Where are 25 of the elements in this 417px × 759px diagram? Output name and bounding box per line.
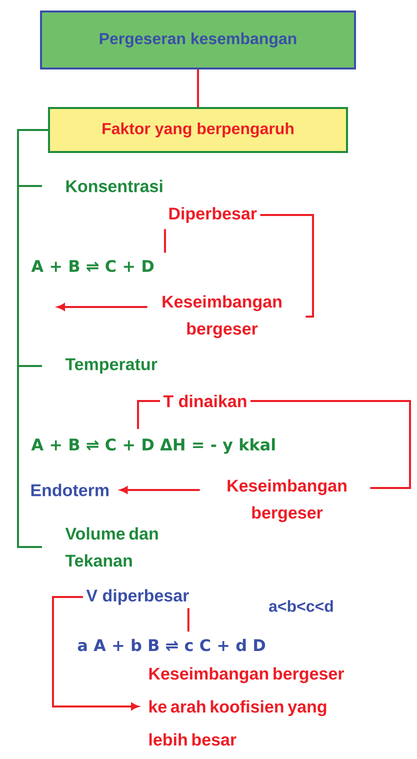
connector-line [260,214,314,318]
condition-label: T dinaikan [163,394,246,408]
connector-line [164,229,166,253]
connector-line [137,400,160,429]
equation: A + B ⇌ C + D [31,260,154,272]
result-text: Keseimbangan bergeser [228,479,346,522]
connector-line [187,608,190,632]
factor-box: Faktor yang berpengaruh [48,107,348,153]
equation: a A + b B ⇌ c C + d D [78,638,266,652]
condition-label: Diperbesar [169,207,257,223]
result-text: Keseimbangan bergeser ke arah koofisien yang lebih besar [149,667,344,746]
arrow [120,486,200,494]
result-label: Endoterm [31,484,108,496]
condition-label: V diperbesar [86,589,189,605]
result-text: Keseimbangan bergeser [162,295,282,338]
arrow [52,596,139,710]
branch-label: Konsentrasi [66,180,162,192]
arrow [57,303,148,311]
inequality-label: a<b<c<d [269,600,333,612]
branch-label: Volume dan Tekanan [65,527,158,567]
connector-line [197,70,199,107]
equation: A + B ⇌ C + D ΔH = - y kkal [31,438,275,454]
connector-line [250,400,411,489]
title-box: Pergeseran kesembangan [40,10,356,70]
branch-label: Temperatur [65,358,158,374]
